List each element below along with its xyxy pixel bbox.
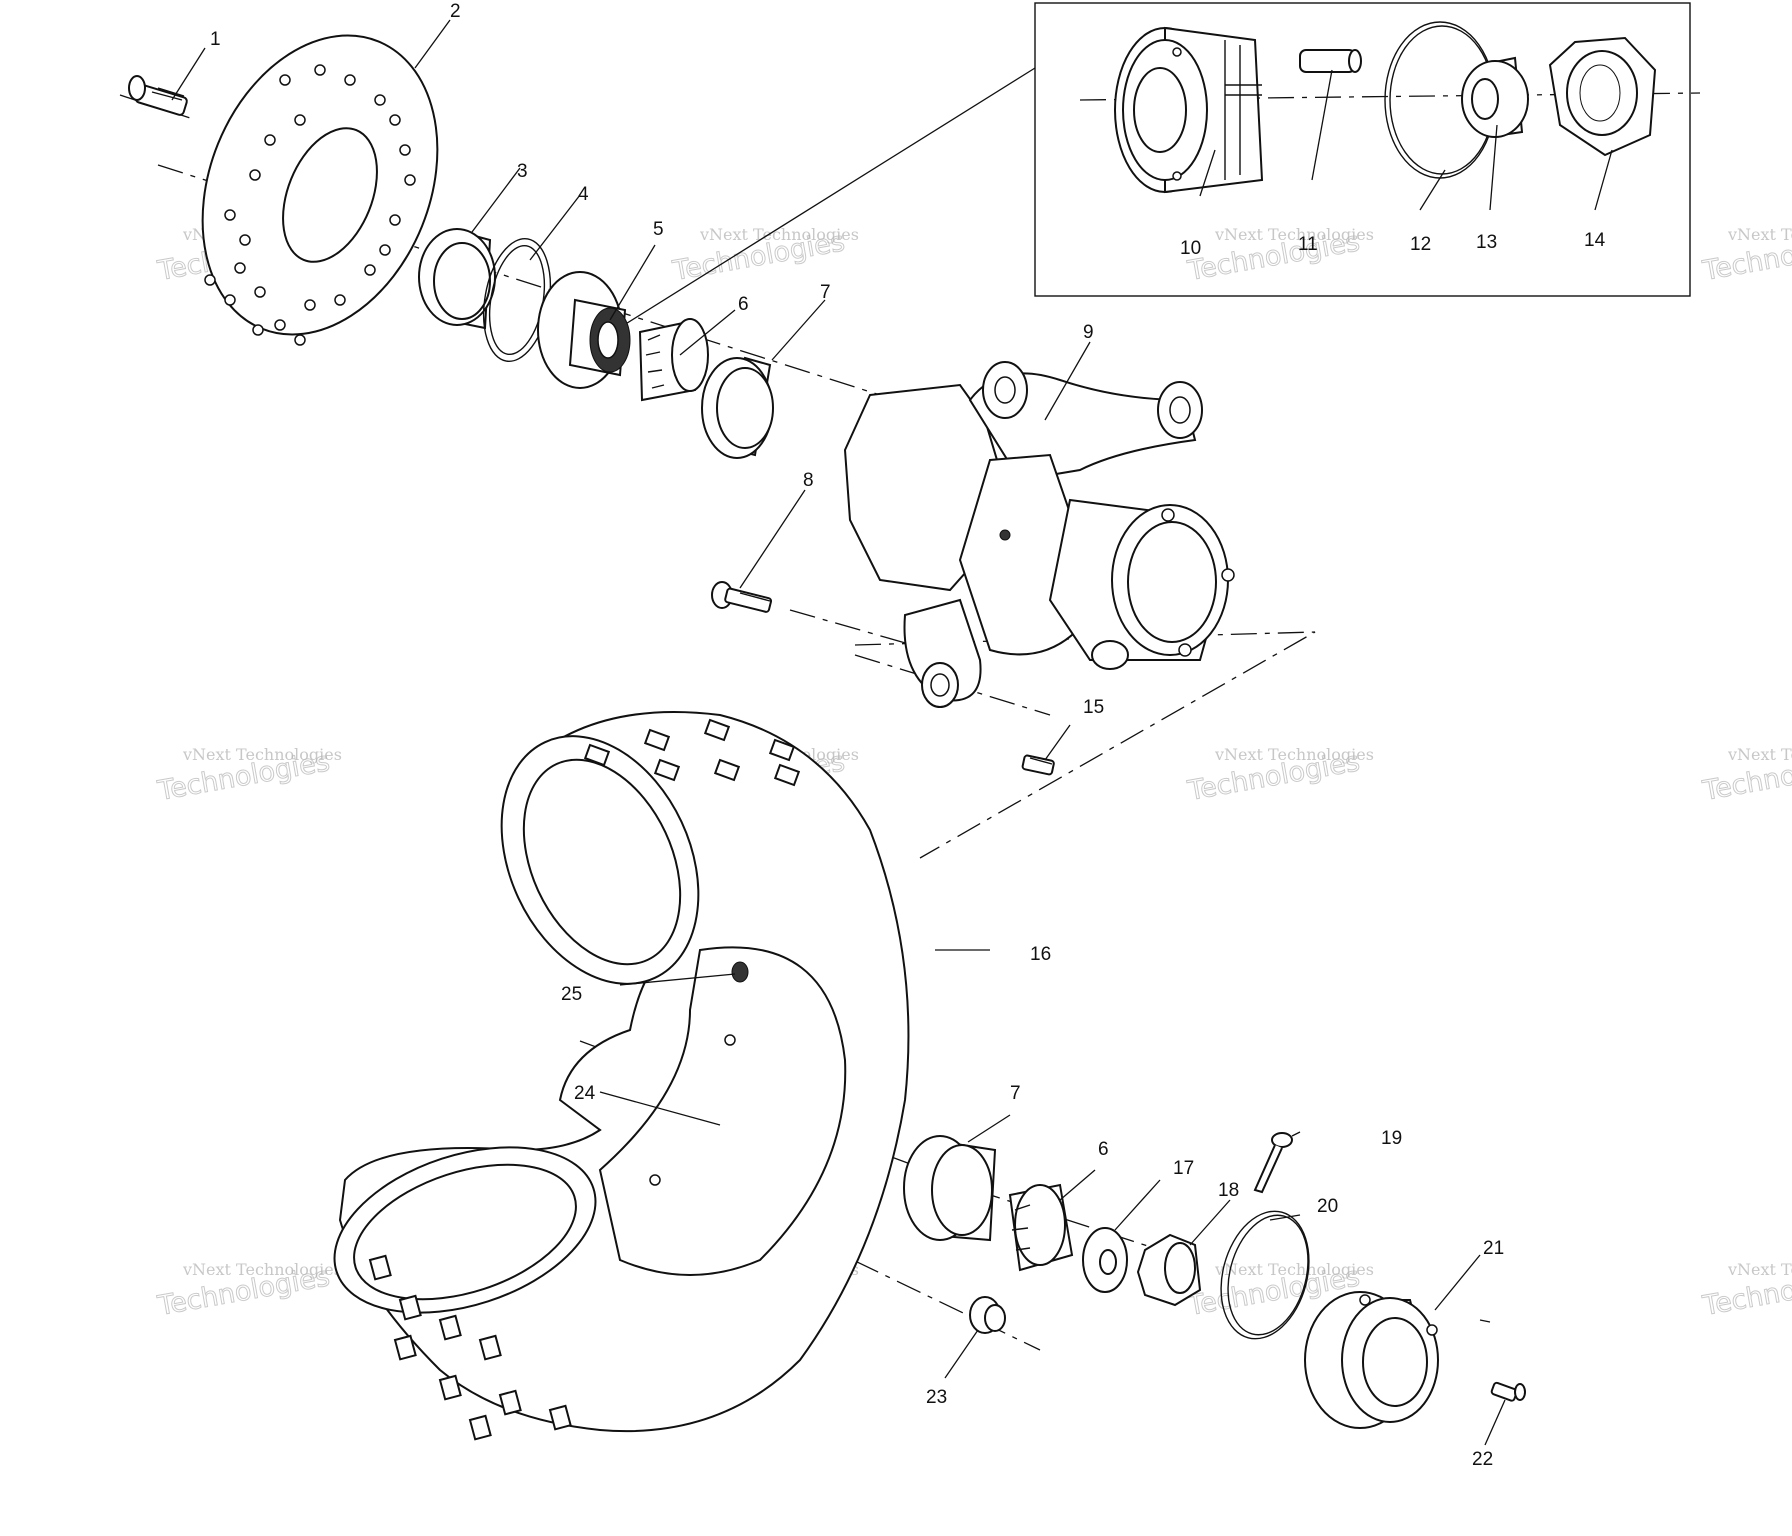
svg-text:vNext Technologies: vNext Technologies: [699, 225, 859, 244]
svg-text:vNext Technologies: vNext Technologies: [1214, 1260, 1374, 1279]
callout-15: 15: [1083, 697, 1104, 718]
collet-part-10: [1114, 26, 1264, 194]
washer-part-17: [1082, 1227, 1128, 1293]
inset-frame: [1034, 2, 1691, 297]
tapered-bearing-part-6-lower: [1008, 1183, 1074, 1272]
svg-text:vNext Technologies: vNext Technologies: [182, 745, 342, 764]
callout-9: 9: [1083, 322, 1094, 343]
callout-7-upper: 7: [820, 282, 831, 303]
bearing-part-5: [537, 271, 631, 389]
knuckle-hub-part-9: [843, 361, 1235, 708]
valve-part-25: [731, 961, 749, 983]
callout-11: 11: [1298, 234, 1318, 255]
svg-text:vNext Technologies: vNext Technologies: [1214, 225, 1374, 244]
leader-lines: [171, 19, 1613, 1446]
washer-part-13: [1461, 56, 1529, 138]
callout-16: 16: [1030, 944, 1051, 965]
callout-22: 22: [1472, 1449, 1493, 1470]
callout-3: 3: [517, 161, 528, 182]
tire-lugs: [368, 718, 801, 1441]
callout-25: 25: [561, 984, 582, 1005]
tapered-bearing-part-6-upper: [638, 318, 709, 402]
inset-leader: [559, 67, 1036, 366]
hub-cap-part-21: [1304, 1291, 1439, 1429]
callout-17: 17: [1173, 1158, 1194, 1179]
callout-13: 13: [1476, 232, 1497, 253]
bearing-race-part-7-lower: [903, 1135, 997, 1242]
screw-part-22: [1490, 1381, 1526, 1402]
bearing-race-part-7-upper: [701, 356, 774, 459]
bolt-part-8: [711, 581, 773, 613]
svg-text:vNext Technologies: vNext Technologies: [182, 1260, 342, 1279]
lug-nut-part-23: [969, 1296, 1006, 1334]
bolt-part-1: [128, 75, 188, 116]
callout-10: 10: [1180, 238, 1201, 259]
callout-1: 1: [210, 29, 221, 50]
callout-23: 23: [926, 1387, 947, 1408]
callout-6-lower: 6: [1098, 1139, 1109, 1160]
o-ring-part-20: [1220, 1210, 1310, 1340]
stud-part-15: [1021, 754, 1055, 776]
brake-disc-part-2: [201, 34, 439, 346]
hex-nut-part-14: [1548, 36, 1657, 157]
svg-text:vNext Technologies: vNext Technologies: [1727, 225, 1792, 244]
callout-6-upper: 6: [738, 294, 749, 315]
callout-14: 14: [1584, 230, 1606, 251]
seal-part-3: [418, 228, 496, 330]
callout-labels: 1 2 3 4 5 6 7 8 9 10 11 12 13 14 15 16 2…: [210, 1, 1606, 1470]
svg-text:vNext Technologies: vNext Technologies: [1727, 745, 1792, 764]
callout-5: 5: [653, 219, 664, 240]
callout-20: 20: [1317, 1196, 1338, 1217]
pin-part-11: [1299, 49, 1362, 73]
callout-8: 8: [803, 470, 814, 491]
callout-21: 21: [1483, 1238, 1504, 1259]
castle-nut-part-18: [1136, 1233, 1202, 1307]
callout-7-lower: 7: [1010, 1083, 1021, 1104]
disc-holes: [204, 64, 416, 346]
callout-12: 12: [1410, 234, 1431, 255]
callout-4: 4: [578, 184, 589, 205]
callout-18: 18: [1218, 1180, 1239, 1201]
callout-24: 24: [574, 1083, 596, 1104]
tire-part-16: [333, 711, 910, 1441]
svg-text:vNext Technologies: vNext Technologies: [1214, 745, 1374, 764]
svg-text:vNext Technologies: vNext Technologies: [1727, 1260, 1792, 1279]
cotter-pin-part-19: [1253, 1132, 1293, 1194]
callout-2: 2: [450, 1, 461, 22]
callout-19: 19: [1381, 1128, 1402, 1149]
